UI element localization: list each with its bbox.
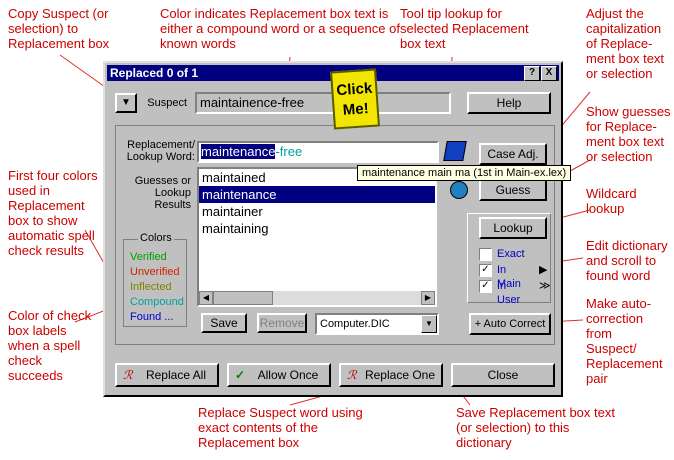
colors-title: Colors xyxy=(138,232,174,244)
annotation-first-four-colors: First four colors used in Replacement bo… xyxy=(8,168,98,258)
case-adjust-button[interactable]: Case Adj. xyxy=(479,143,547,165)
replace-all-button[interactable]: ℛ Replace All xyxy=(115,363,219,387)
book-icon[interactable] xyxy=(443,141,467,161)
annotation-copy-suspect: Copy Suspect (or selection) to Replaceme… xyxy=(8,6,110,51)
annotation-save-replacement: Save Replacement box text (or selection)… xyxy=(456,405,615,450)
horizontal-scrollbar[interactable]: ◀ ▶ xyxy=(199,291,435,305)
replace-all-label: Replace All xyxy=(145,368,207,382)
replacement-selected-text: maintenance xyxy=(201,144,276,159)
annotation-replace-suspect: Replace Suspect word using exact content… xyxy=(198,405,363,450)
replace-one-label: Replace One xyxy=(364,368,436,382)
close-title-button[interactable]: X xyxy=(541,66,557,81)
copy-suspect-button[interactable]: ▼ xyxy=(115,93,137,113)
lookup-button[interactable]: Lookup xyxy=(479,217,547,239)
dropdown-arrow-icon[interactable]: ▼ xyxy=(421,315,437,333)
scroll-left-button[interactable]: ◀ xyxy=(199,291,213,305)
replace-one-icon: ℛ xyxy=(347,368,357,382)
allow-once-button[interactable]: ✓ Allow Once xyxy=(227,363,331,387)
lookup-group xyxy=(467,213,551,303)
color-legend-item: Compound xyxy=(130,296,184,308)
checkbox-label: In User xyxy=(497,280,521,306)
help-title-button[interactable]: ? xyxy=(524,66,540,81)
annotation-color-indicates: Color indicates Replacement box text is … xyxy=(160,6,400,51)
click-me-button[interactable]: Click Me! xyxy=(330,68,380,130)
checkbox[interactable]: ✓ xyxy=(479,264,492,277)
annotation-adjust-capitalization: Adjust the capitalization of Replace-men… xyxy=(586,6,665,81)
scroll-thumb[interactable] xyxy=(213,291,273,305)
dictionary-select[interactable]: Computer.DIC ▼ xyxy=(315,313,439,335)
arrow-icon[interactable]: ≫ xyxy=(539,280,551,292)
annotation-show-guesses: Show guesses for Replace-ment box text o… xyxy=(586,104,671,164)
globe-icon xyxy=(450,181,468,199)
close-button[interactable]: Close xyxy=(451,363,555,387)
suspect-label: Suspect xyxy=(147,97,187,109)
save-button[interactable]: Save xyxy=(201,313,247,333)
guesses-label: Guesses or Lookup Results xyxy=(134,175,191,211)
check-icon: ✓ xyxy=(235,368,246,382)
result-item[interactable]: maintainer xyxy=(202,204,263,219)
replacement-rest-text: -free xyxy=(275,144,303,159)
color-legend-item: Unverified xyxy=(130,266,180,278)
remove-button[interactable]: Remove xyxy=(257,313,307,333)
help-button[interactable]: Help xyxy=(467,92,551,114)
replace-one-button[interactable]: ℛ Replace One xyxy=(339,363,443,387)
checkbox-label: Exact xyxy=(497,248,525,260)
scroll-right-button[interactable]: ▶ xyxy=(421,291,435,305)
result-item[interactable]: maintained xyxy=(202,170,266,185)
suspect-field[interactable]: maintainence-free xyxy=(195,92,451,114)
annotation-checkbox-color: Color of check box labels when a spell c… xyxy=(8,308,92,383)
auto-correct-button[interactable]: + Auto Correct xyxy=(469,313,551,335)
result-item[interactable]: maintaining xyxy=(202,221,269,236)
tooltip: maintenance main ma (1st in Main-ex.lex) xyxy=(357,165,572,181)
checkbox-label: In Main xyxy=(497,264,521,290)
dialog-title: Replaced 0 of 1 xyxy=(110,66,199,80)
dictionary-name: Computer.DIC xyxy=(320,318,390,330)
arrow-icon[interactable]: ▶ xyxy=(539,264,548,276)
checkbox[interactable] xyxy=(479,248,492,261)
annotation-wildcard: Wildcard lookup xyxy=(586,186,637,216)
color-legend-item: Verified xyxy=(130,251,167,263)
allow-once-label: Allow Once xyxy=(257,368,319,382)
annotation-tooltip-lookup: Tool tip lookup for selected Replacement… xyxy=(400,6,529,51)
replace-dialog: Replaced 0 of 1 ? X ▼ Suspect maintainen… xyxy=(103,61,572,397)
replacement-field[interactable]: maintenance-free xyxy=(197,141,439,163)
annotation-edit-dictionary: Edit dictionary and scroll to found word xyxy=(586,238,668,283)
color-legend-item: Found ... xyxy=(130,311,174,323)
result-item[interactable]: maintenance xyxy=(199,186,435,203)
color-legend-item: Inflected xyxy=(130,281,172,293)
annotation-auto-correct: Make auto-correction from Suspect/ Repla… xyxy=(586,296,663,386)
guess-button[interactable]: Guess xyxy=(479,179,547,201)
replacement-label: Replacement/ Lookup Word: xyxy=(126,139,195,163)
checkbox[interactable]: ✓ xyxy=(479,280,492,293)
replace-all-icon: ℛ xyxy=(123,368,133,382)
